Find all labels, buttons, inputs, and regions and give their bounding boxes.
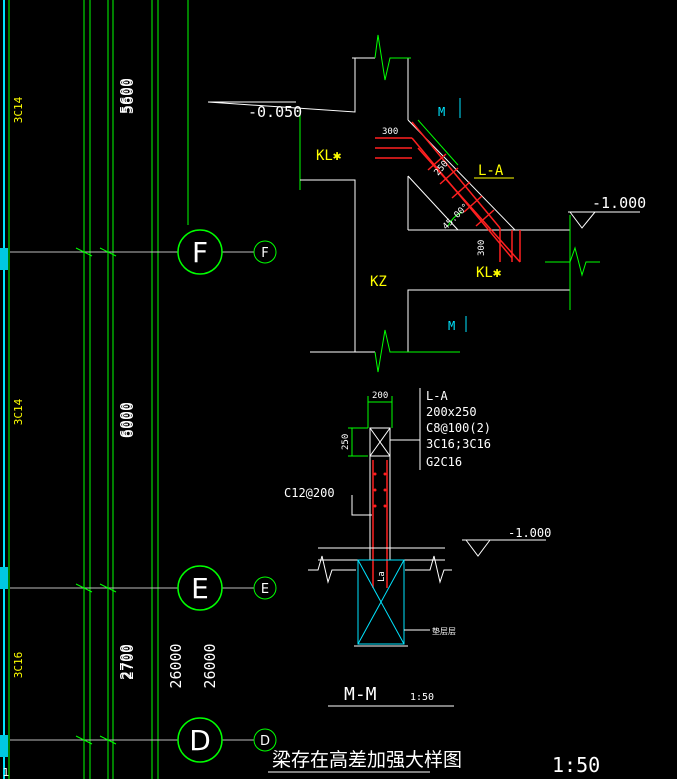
section-label-line-5: G2C16 [426, 455, 462, 469]
elev-upper: -0.050 [248, 103, 302, 121]
caption-scale: 1:50 [552, 753, 600, 777]
section-label-line-1: L-A [426, 389, 448, 403]
section-scale: 1:50 [410, 692, 434, 703]
drawing-caption: 梁存在高差加强大样图 [272, 749, 462, 771]
section-labels: 200 250 L-A 200x250 C8@100(2) 3C16;3C16 … [284, 389, 551, 705]
top-detail-outline [207, 34, 600, 373]
elev-lower: -1.000 [592, 194, 646, 212]
m-lower: M [448, 319, 455, 333]
side-note: 垫层层 [432, 626, 456, 636]
stirrup-label: C12@200 [284, 486, 335, 500]
la-section-label: La [377, 571, 387, 582]
axis-bubble-f: F F [177, 229, 277, 275]
dim-300-b: 300 [477, 240, 487, 256]
dim-300-a: 300 [382, 127, 398, 137]
rebar-label-mid: 3C14 [12, 398, 25, 425]
section-title: M-M [344, 684, 377, 705]
dim-26000-b: 26000 [201, 643, 219, 688]
svg-text:E: E [261, 582, 269, 597]
elev-lower-marker [569, 211, 596, 229]
dim-5600-a: 5600 [117, 78, 135, 114]
dim-6000-b: 6000 [119, 402, 137, 438]
section-elev: -1.000 [508, 526, 551, 540]
rebar-label-bot: 3C16 [12, 652, 25, 679]
section-dots [373, 472, 387, 508]
svg-text:E: E [191, 572, 209, 605]
dim-6000-a: 6000 [117, 402, 135, 438]
top-detail-labels: -0.050 -1.000 KL✱ KL✱ KZ L-A M M 300 250… [208, 101, 646, 333]
axis-lines [10, 247, 254, 745]
dim-2700-b: 2700 [119, 644, 137, 680]
svg-text:D: D [260, 734, 270, 749]
section-label-line-2: 200x250 [426, 405, 477, 419]
axis-bubble-d: D D [177, 717, 277, 763]
slanted-rebars [375, 121, 521, 263]
axis-bubble-e: E E [177, 565, 277, 611]
svg-text:F: F [261, 246, 268, 261]
rebar-label-top: 3C14 [12, 96, 25, 123]
dim-5600-b: 5600 [119, 78, 137, 114]
section-label-line-4: 3C16;3C16 [426, 437, 491, 451]
svg-text:F: F [192, 236, 208, 269]
kl-upper: KL✱ [316, 148, 342, 164]
m-upper: M [438, 105, 445, 119]
angle-arc [447, 211, 463, 227]
dim-2700-a: 2700 [117, 644, 135, 680]
left-grid [0, 0, 189, 779]
dim-26000-a: 26000 [167, 643, 185, 688]
axis-number-1: 1 [3, 766, 10, 779]
section-height-dim: 250 [341, 434, 351, 450]
dimension-texts: 5600 5600 6000 6000 2700 2700 26000 2600… [117, 78, 219, 689]
svg-text:D: D [189, 724, 211, 757]
section-mm [308, 388, 546, 707]
kl-lower: KL✱ [476, 265, 502, 281]
kz-label: KZ [370, 274, 387, 290]
section-width-dim: 200 [372, 391, 388, 401]
la-label: L-A [478, 163, 504, 179]
dim-line-250 [417, 119, 459, 166]
section-label-line-3: C8@100(2) [426, 421, 491, 435]
